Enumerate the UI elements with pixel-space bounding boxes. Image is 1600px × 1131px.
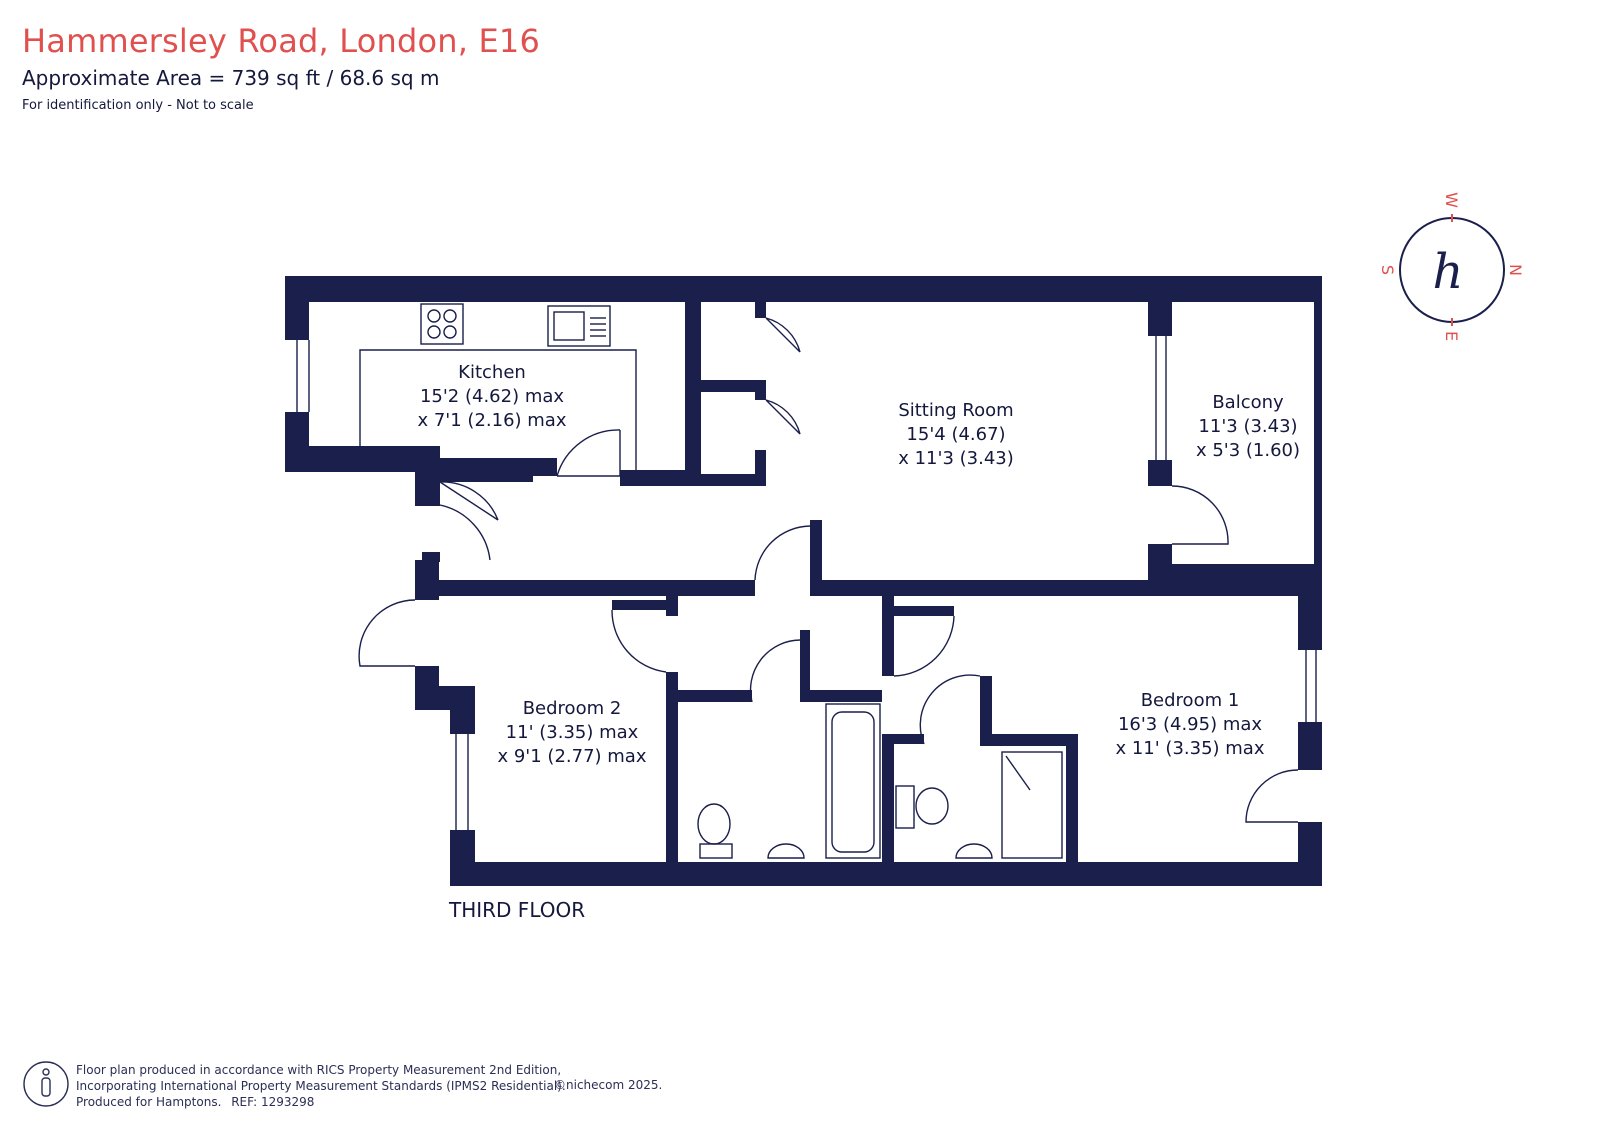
compass: W E N S h xyxy=(1378,192,1525,341)
bedroom-2-dim-2: x 9'1 (2.77) max xyxy=(497,746,646,767)
bedroom-1-dim-2: x 11' (3.35) max xyxy=(1115,738,1264,759)
floor-label: THIRD FLOOR xyxy=(449,898,586,922)
bedroom-2-dim-1: 11' (3.35) max xyxy=(506,722,639,743)
fixtures xyxy=(296,303,1317,859)
sitting-room-dim-2: x 11'3 (3.43) xyxy=(898,448,1014,469)
footer-line-2: Incorporating International Property Mea… xyxy=(76,1079,566,1093)
approximate-area: Approximate Area = 739 sq ft / 68.6 sq m xyxy=(22,66,440,90)
footer-text: Floor plan produced in accordance with R… xyxy=(76,1062,566,1110)
footer-line-1: Floor plan produced in accordance with R… xyxy=(76,1063,562,1077)
bedroom-2-name: Bedroom 2 xyxy=(523,698,622,719)
sitting-room-name: Sitting Room xyxy=(898,400,1013,421)
compass-w: W xyxy=(1442,192,1461,208)
copyright: ©nichecom 2025. xyxy=(554,1078,663,1092)
page-title: Hammersley Road, London, E16 xyxy=(22,22,541,60)
scale-note: For identification only - Not to scale xyxy=(22,98,254,113)
kitchen-dim-2: x 7'1 (2.16) max xyxy=(417,410,566,431)
balcony-dim-1: 11'3 (3.43) xyxy=(1198,416,1297,437)
compass-e: E xyxy=(1442,331,1461,341)
bedroom-1-name: Bedroom 1 xyxy=(1141,690,1240,711)
walls xyxy=(285,276,1322,886)
room-labels: Kitchen 15'2 (4.62) max x 7'1 (2.16) max… xyxy=(417,362,1300,767)
footer-produced-for: Produced for Hamptons. xyxy=(76,1095,222,1109)
compass-s: S xyxy=(1378,265,1397,275)
footer-line-3: Produced for Hamptons. REF: 1293298 xyxy=(76,1094,566,1110)
brand-logo: h xyxy=(1433,244,1464,300)
bedroom-1-dim-1: 16'3 (4.95) max xyxy=(1118,714,1262,735)
info-person-icon xyxy=(23,1061,69,1107)
kitchen-name: Kitchen xyxy=(458,362,526,383)
sitting-room-dim-1: 15'4 (4.67) xyxy=(906,424,1005,445)
compass-n: N xyxy=(1506,264,1525,276)
balcony-name: Balcony xyxy=(1212,392,1284,413)
balcony-dim-2: x 5'3 (1.60) xyxy=(1196,440,1300,461)
footer-ref: REF: 1293298 xyxy=(231,1095,315,1109)
kitchen-dim-1: 15'2 (4.62) max xyxy=(420,386,564,407)
